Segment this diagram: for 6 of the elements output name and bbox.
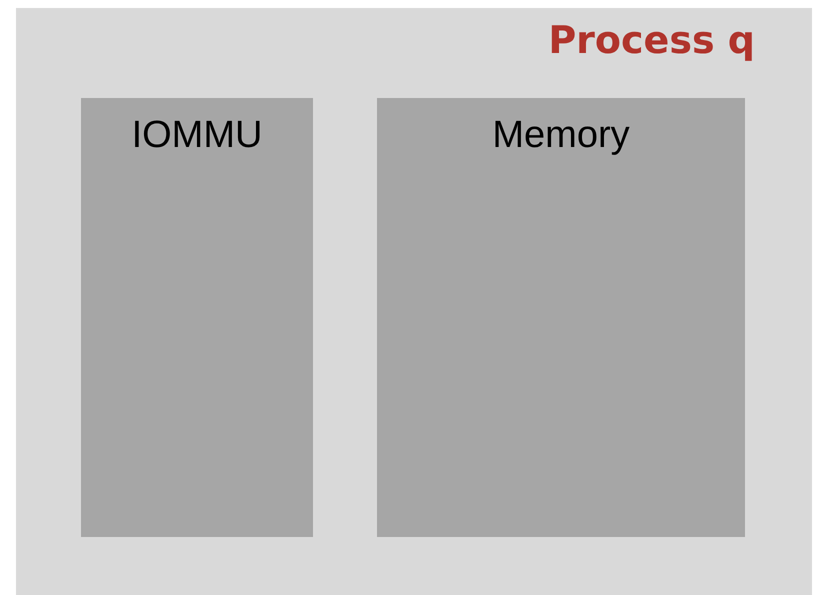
block-label: IOMMU [130,114,264,157]
component-block [81,98,313,537]
panel-title: Process q [548,18,755,62]
component-block [377,98,745,537]
process-panel [16,8,812,595]
block-label: Memory [491,114,631,157]
